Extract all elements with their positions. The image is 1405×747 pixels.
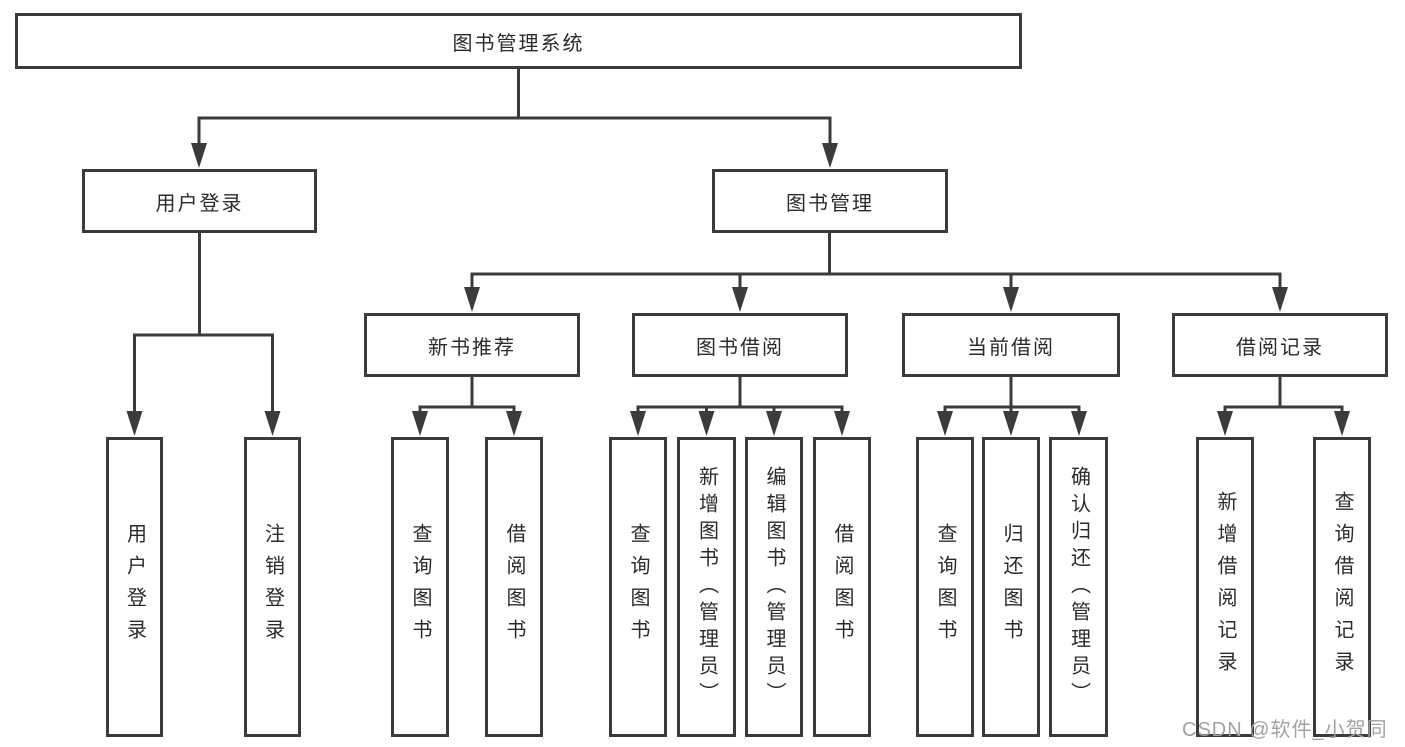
node-label: 借阅记录	[1236, 336, 1324, 359]
leaf-return-books: 归还图书	[982, 437, 1040, 737]
node-label: 新增图书（管理员）	[695, 465, 718, 709]
leaf-query-books-recommend: 查询图书	[391, 437, 449, 737]
node-label: 注销登录	[261, 523, 284, 651]
node-label: 新书推荐	[428, 336, 516, 359]
node-library-management-system: 图书管理系统	[15, 13, 1022, 69]
leaf-borrow-books-recommend: 借阅图书	[485, 437, 543, 737]
node-user-login-branch: 用户登录	[82, 169, 317, 233]
node-book-borrowing: 图书借阅	[632, 313, 848, 377]
node-label: 查询图书	[409, 523, 431, 651]
node-new-book-recommendation: 新书推荐	[364, 313, 580, 377]
node-label: 图书管理	[786, 192, 874, 215]
node-label: 图书管理系统	[452, 32, 585, 55]
leaf-user-login: 用户登录	[106, 437, 163, 737]
node-label: 编辑图书（管理员）	[763, 465, 785, 709]
leaf-query-books-current: 查询图书	[916, 437, 974, 737]
leaf-add-books-admin: 新增图书（管理员）	[677, 437, 736, 737]
node-label: 当前借阅	[967, 336, 1055, 359]
node-label: 用户登录	[123, 523, 146, 651]
leaf-query-borrow-record: 查询借阅记录	[1313, 437, 1371, 737]
node-label: 确认归还（管理员）	[1067, 465, 1090, 709]
leaf-query-books-borrow: 查询图书	[609, 437, 667, 737]
node-label: 新增借阅记录	[1214, 491, 1236, 683]
csdn-watermark: CSDN @软件_小贺同学	[1182, 719, 1388, 741]
node-book-management-branch: 图书管理	[712, 169, 948, 233]
node-label: 归还图书	[1000, 523, 1022, 651]
node-label: 图书借阅	[696, 336, 784, 359]
node-borrowing-records: 借阅记录	[1172, 313, 1388, 377]
node-label: 查询图书	[934, 523, 956, 651]
node-label: 借阅图书	[503, 523, 525, 651]
leaf-edit-books-admin: 编辑图书（管理员）	[745, 437, 803, 737]
node-current-borrowing: 当前借阅	[902, 313, 1120, 377]
leaf-add-borrow-record: 新增借阅记录	[1196, 437, 1254, 737]
node-label: 用户登录	[155, 192, 244, 215]
leaf-borrow-books: 借阅图书	[813, 437, 871, 737]
leaf-logout: 注销登录	[244, 437, 301, 737]
node-label: 查询借阅记录	[1331, 491, 1353, 683]
node-label: 查询图书	[627, 523, 649, 651]
leaf-confirm-return-admin: 确认归还（管理员）	[1049, 437, 1108, 737]
node-label: 借阅图书	[831, 523, 853, 651]
